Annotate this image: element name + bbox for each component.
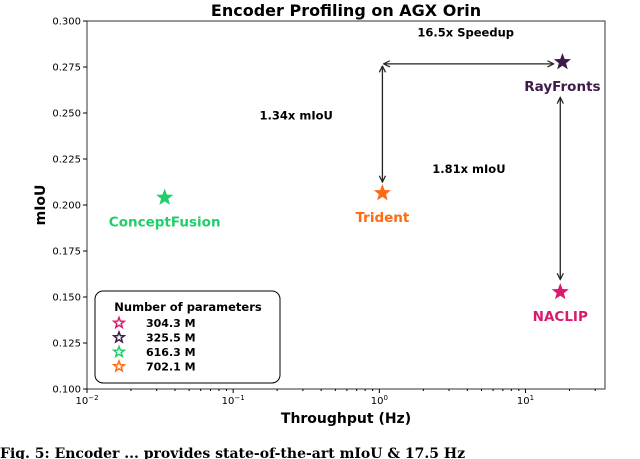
legend-star-icon — [111, 315, 127, 330]
y-tick-label: 0.100 — [52, 385, 81, 396]
y-tick-label: 0.200 — [52, 201, 81, 212]
y-tick-label: 0.300 — [52, 17, 81, 28]
y-tick-label: 0.275 — [52, 63, 81, 74]
legend-title: Number of parameters — [114, 300, 262, 314]
point-label: NACLIP — [533, 309, 588, 325]
annotation-label: 16.5x Speedup — [417, 26, 514, 40]
y-tick-label: 0.175 — [52, 247, 81, 258]
x-axis-label: Throughput (Hz) — [281, 411, 411, 427]
legend: Number of parameters 304.3 M 325.5 M616.3… — [94, 290, 281, 384]
figure-caption: Fig. 5: Encoder ... provides state-of-th… — [0, 446, 466, 459]
x-tick-label: 10−2 — [75, 394, 98, 407]
legend-star-icon — [111, 344, 127, 359]
y-tick-label: 0.250 — [52, 109, 81, 120]
legend-star-icon — [111, 329, 127, 344]
annotation-label: 1.81x mIoU — [432, 162, 505, 176]
y-tick-label: 0.125 — [52, 339, 81, 350]
legend-entry-label: 304.3 M — [146, 317, 196, 330]
legend-box — [94, 290, 281, 384]
legend-star-icon — [111, 358, 127, 373]
legend-entry-label: 325.5 M — [146, 332, 196, 345]
legend-entry-label: 616.3 M — [146, 346, 196, 359]
data-point-naclip — [551, 283, 569, 300]
y-tick-label: 0.225 — [52, 155, 81, 166]
y-tick-label: 0.150 — [52, 293, 81, 304]
legend-entry-label: 702.1 M — [146, 361, 196, 374]
chart-title: Encoder Profiling on AGX Orin — [211, 1, 481, 20]
x-tick-label: 100 — [371, 394, 388, 407]
x-tick-label: 101 — [517, 394, 534, 407]
data-point-trident — [373, 184, 391, 201]
annotation-label: 1.34x mIoU — [260, 108, 333, 122]
point-label: Trident — [355, 210, 409, 226]
point-label: ConceptFusion — [109, 215, 221, 231]
data-point-rayfronts — [553, 53, 571, 70]
y-axis-label: mIoU — [33, 185, 49, 226]
x-tick-label: 10−1 — [222, 394, 245, 407]
data-point-conceptfusion — [156, 188, 174, 205]
point-label: RayFronts — [524, 79, 600, 95]
